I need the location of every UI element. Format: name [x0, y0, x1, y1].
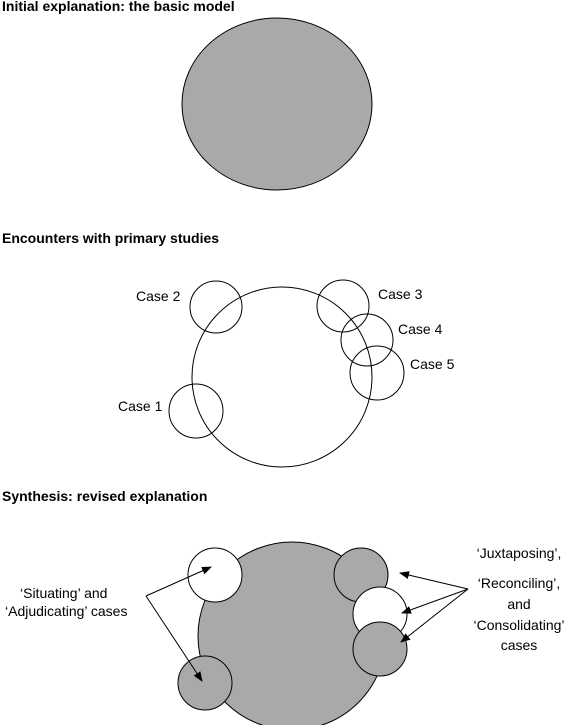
right-note-line-3: and	[507, 596, 530, 612]
consolidating-case-circle	[352, 621, 408, 677]
arrow-to-juxtaposing	[399, 571, 469, 590]
case-5-circle	[349, 345, 405, 401]
right-note-line-5: cases	[501, 637, 538, 653]
case-5-label: Case 5	[410, 356, 455, 372]
basic-model-heading: Initial explanation: the basic model	[2, 0, 235, 14]
arrow-to-consolidating	[400, 588, 469, 643]
left-note-line-2: ‘Adjudicating’ cases	[5, 603, 127, 619]
right-note-line-1: ‘Juxtaposing’,	[477, 545, 562, 561]
case-2-label: Case 2	[136, 288, 181, 304]
explanation-circle	[191, 286, 373, 468]
case-1-circle	[168, 383, 224, 439]
case-3-circle	[316, 279, 370, 333]
arrow-to-situating	[145, 566, 212, 597]
case-4-circle	[340, 313, 394, 367]
right-note-line-2: ‘Reconciling’,	[478, 575, 560, 591]
encounters-heading: Encounters with primary studies	[2, 230, 220, 246]
arrow-to-adjudicating	[145, 595, 203, 682]
situating-case-circle	[187, 547, 243, 603]
adjudicating-case-circle	[177, 655, 233, 711]
right-note-line-4: ‘Consolidating’	[473, 617, 564, 633]
left-note-line-1: ‘Situating’ and	[20, 585, 107, 601]
arrow-to-reconciling	[401, 588, 469, 614]
case-2-circle	[189, 280, 243, 334]
case-4-label: Case 4	[398, 321, 443, 337]
synthesis-heading: Synthesis: revised explanation	[2, 488, 208, 504]
basic-model-circle	[181, 17, 373, 191]
case-3-label: Case 3	[378, 286, 423, 302]
case-1-label: Case 1	[118, 398, 163, 414]
